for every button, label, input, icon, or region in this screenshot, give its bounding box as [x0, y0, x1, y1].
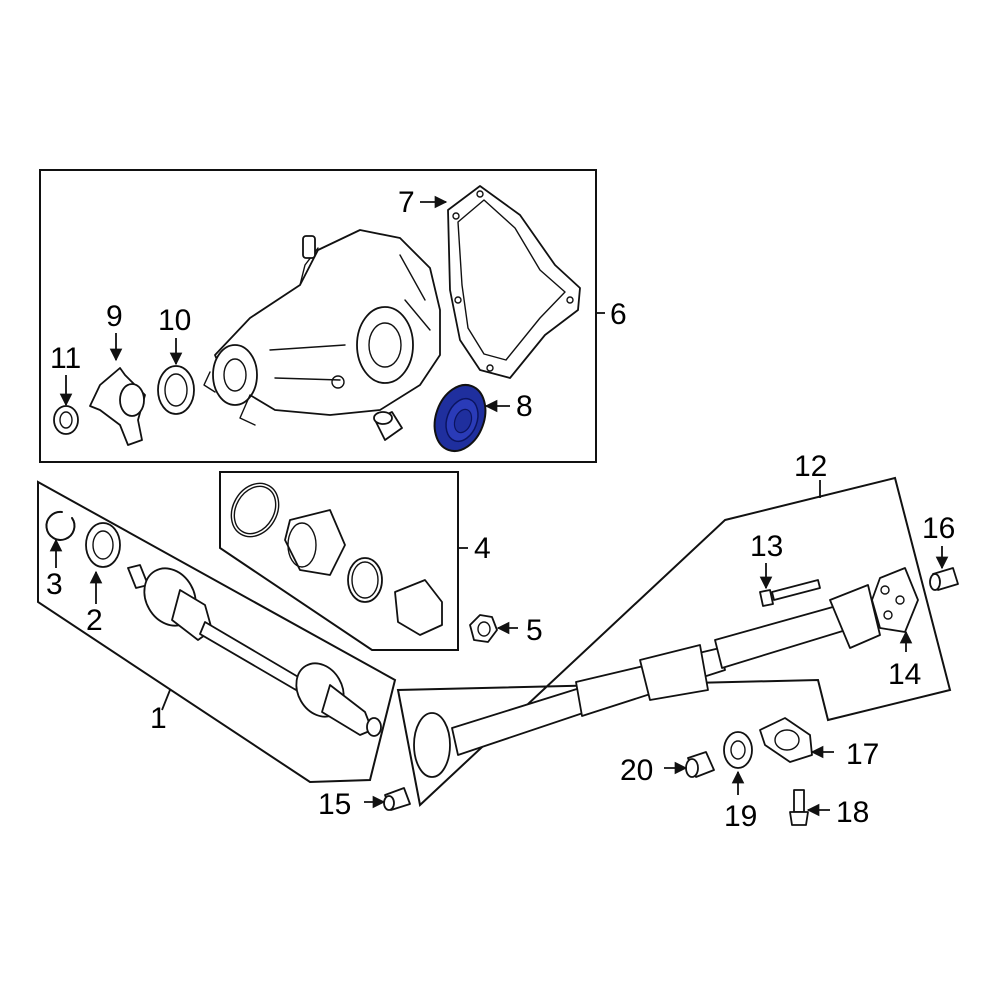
callout-16: 16 — [922, 512, 955, 545]
snap-ring[interactable] — [45, 510, 76, 541]
callout-19: 19 — [724, 800, 757, 833]
leader-lines — [49, 195, 949, 817]
callout-15: 15 — [318, 788, 351, 821]
differential-housing[interactable] — [203, 229, 441, 426]
output-flange[interactable] — [89, 367, 146, 446]
callout-5: 5 — [526, 614, 543, 647]
callout-18: 18 — [836, 796, 869, 829]
callout-3: 3 — [46, 568, 63, 601]
callout-20: 20 — [620, 754, 653, 787]
driveshaft-bushing[interactable] — [685, 751, 715, 778]
pinion-seal-highlighted[interactable] — [426, 378, 494, 458]
callout-1: 1 — [150, 702, 167, 735]
axle-shaft-seal[interactable] — [85, 522, 121, 568]
callout-7: 7 — [398, 186, 415, 219]
boot-kit[interactable] — [222, 475, 443, 636]
callout-4: 4 — [474, 532, 491, 565]
driveshaft[interactable] — [413, 584, 881, 778]
callout-10: 10 — [158, 304, 191, 337]
flex-disc[interactable] — [871, 567, 919, 633]
axle-sleeve[interactable] — [383, 787, 411, 811]
callout-13: 13 — [750, 530, 783, 563]
callout-6: 6 — [610, 298, 627, 331]
axle-shaft[interactable] — [127, 559, 382, 737]
group-box-axle-shaft — [37, 480, 397, 784]
axle-nut[interactable] — [469, 614, 498, 643]
callout-9: 9 — [106, 300, 123, 333]
group-box-boot-kit — [219, 471, 459, 651]
group-box-driveshaft — [396, 476, 952, 807]
callout-11: 11 — [50, 342, 81, 375]
callout-14: 14 — [888, 658, 921, 691]
callout-12: 12 — [794, 450, 827, 483]
driveshaft-bearing[interactable] — [723, 731, 753, 769]
driveshaft-bolt[interactable] — [759, 579, 821, 607]
rear-cover[interactable] — [447, 185, 581, 379]
axle-seal[interactable] — [157, 365, 195, 415]
callout-17: 17 — [846, 738, 879, 771]
group-box-differential — [39, 169, 597, 463]
callout-2: 2 — [86, 604, 103, 637]
centering-bushing[interactable] — [929, 567, 959, 591]
callout-8: 8 — [516, 390, 533, 423]
pinion-bearing[interactable] — [53, 405, 79, 435]
differential-bushing[interactable] — [373, 411, 403, 441]
support-bolt[interactable] — [789, 789, 809, 826]
center-support-bearing[interactable] — [759, 717, 813, 763]
